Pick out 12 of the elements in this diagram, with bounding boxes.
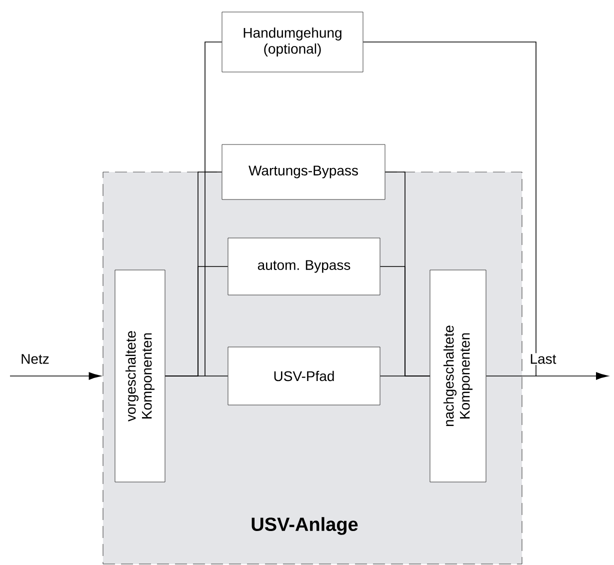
connector-line [362,42,536,376]
arrow [486,372,608,380]
arrow [10,372,102,380]
process-box: Handumgehung (optional) [222,12,364,72]
component-box: nachgeschaltete Komponenten [430,270,486,482]
process-box: Wartungs-Bypass [222,144,386,200]
process-box: USV-Pfad [228,346,380,406]
connector-line [204,42,222,376]
component-box: vorgeschaltete Komponenten [114,270,166,482]
process-box: autom. Bypass [228,238,380,296]
edge-label: Last [528,353,558,365]
edge-label: Netz [20,353,50,365]
